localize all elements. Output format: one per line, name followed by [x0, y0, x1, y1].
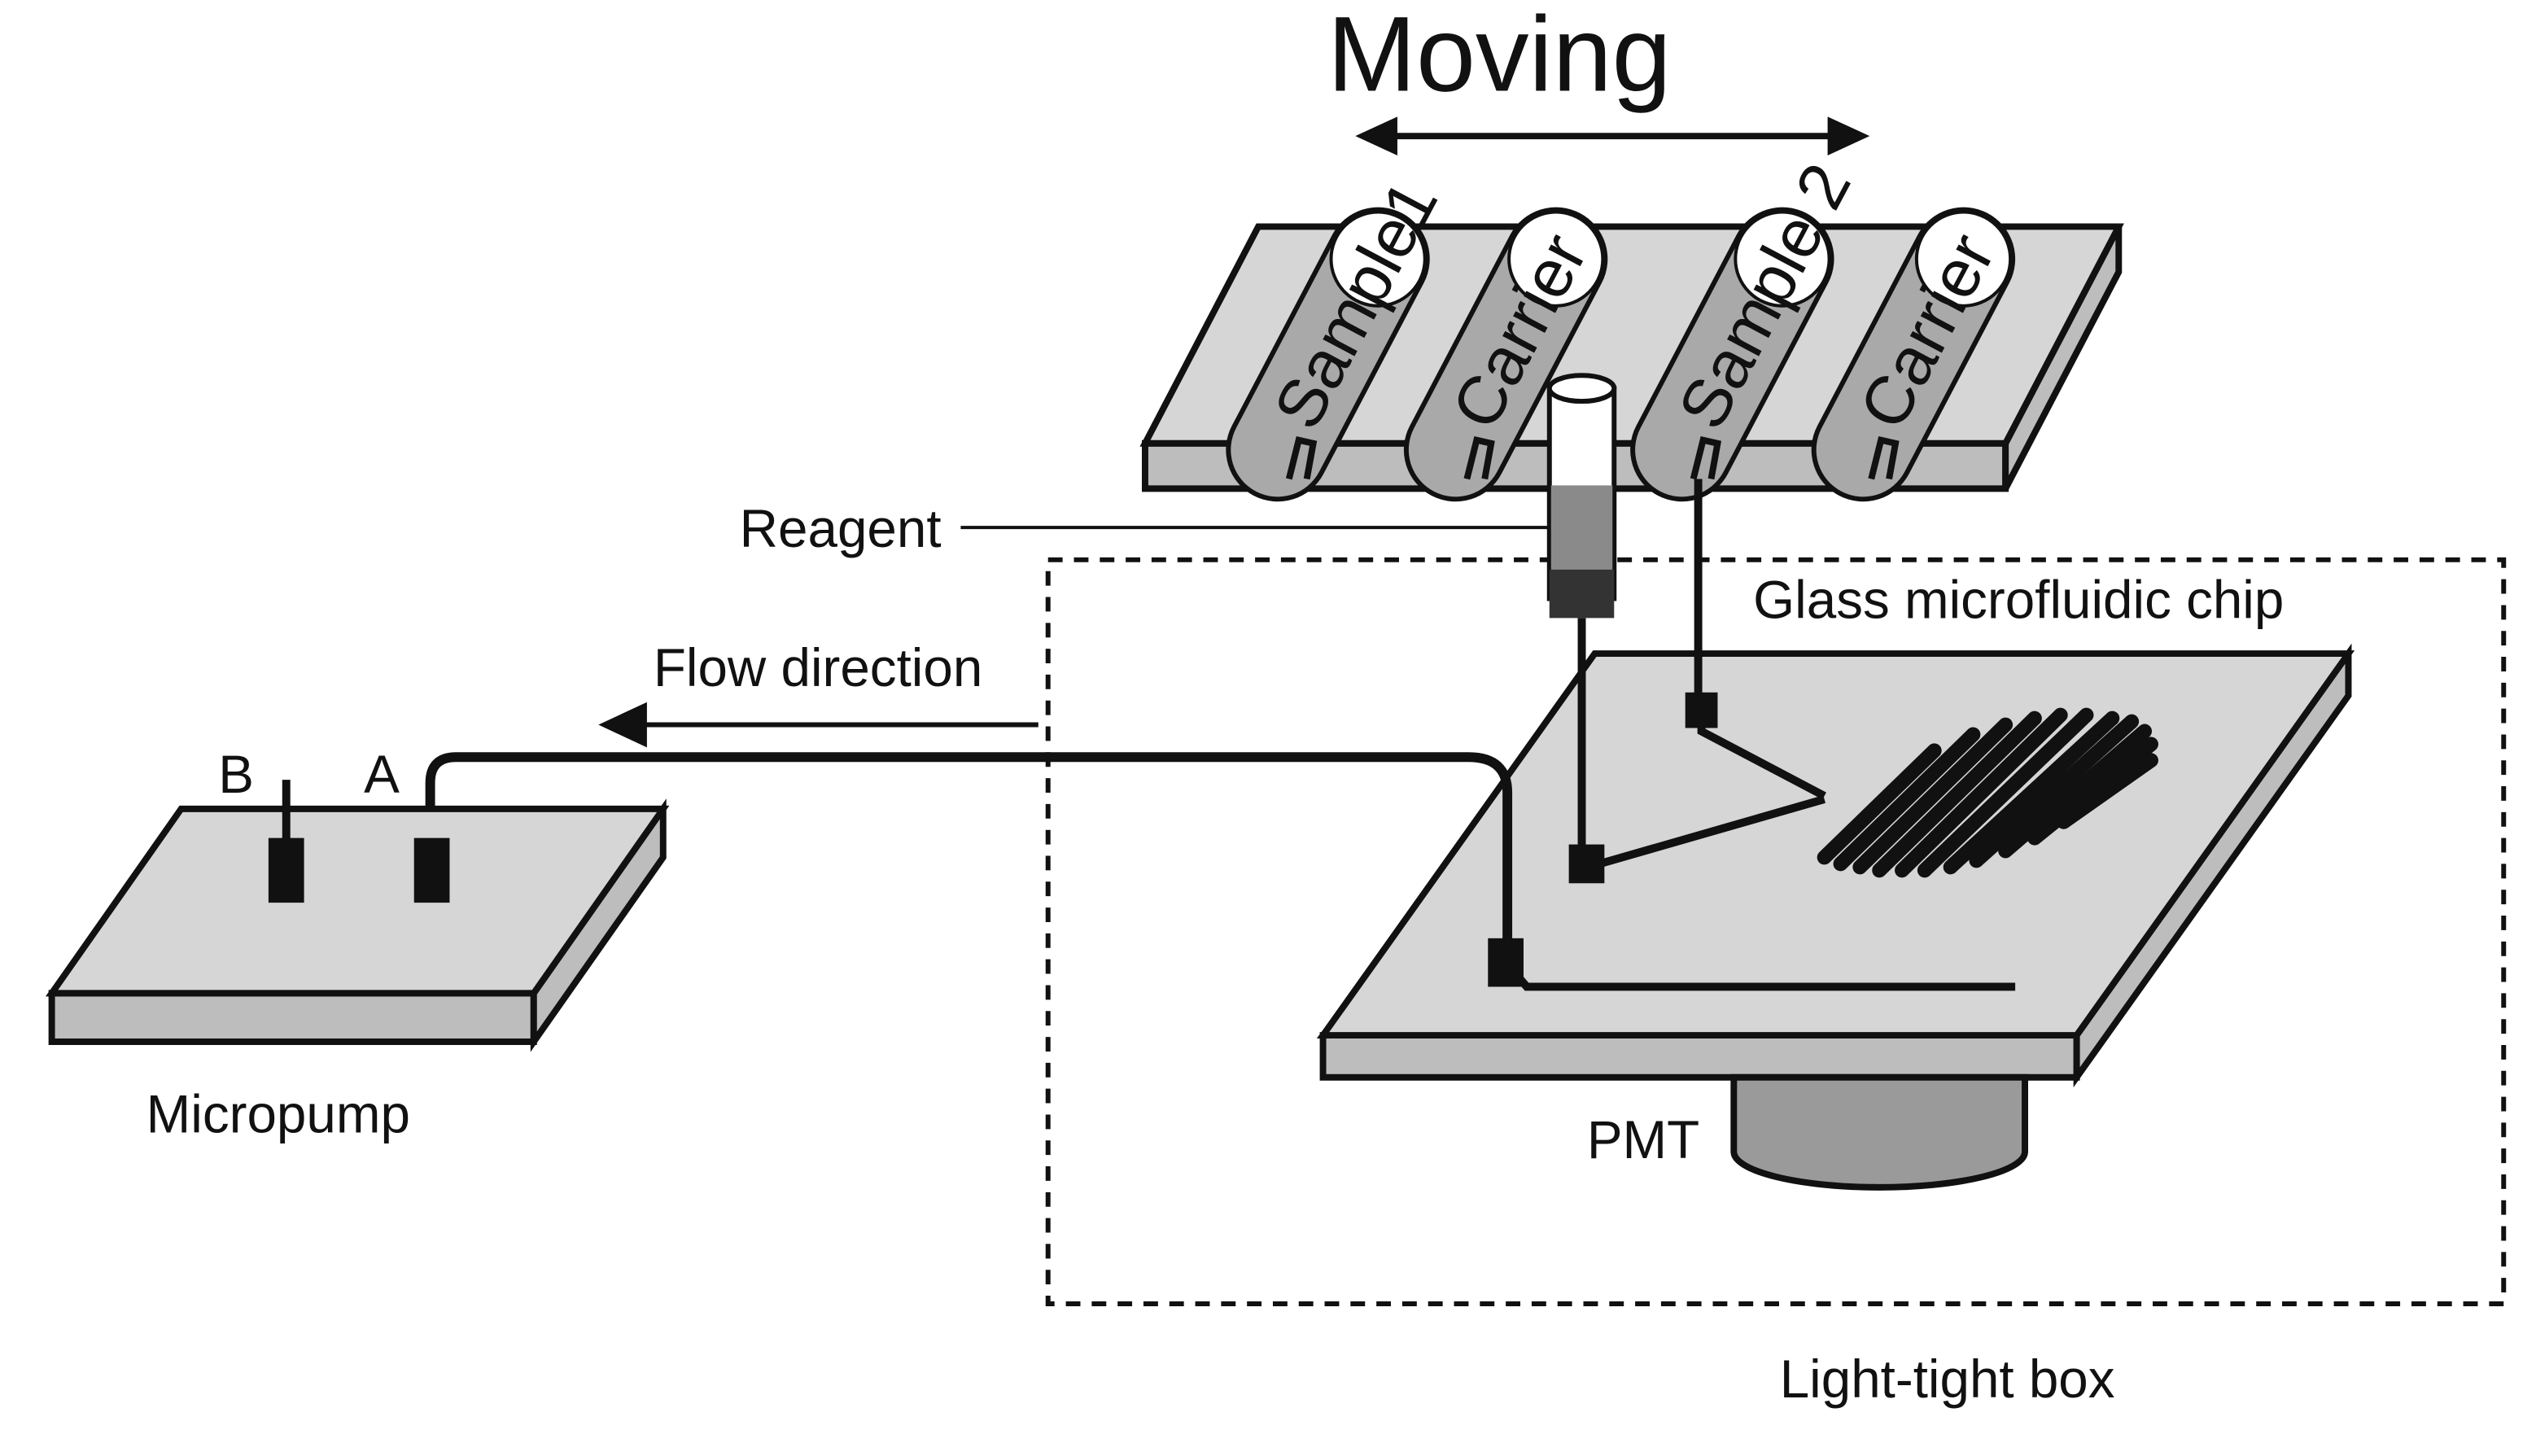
chip-port-outlet	[1488, 938, 1524, 987]
flow-direction-label: Flow direction	[654, 638, 982, 697]
micropump	[45, 798, 670, 1052]
glass-chip-label: Glass microfluidic chip	[1753, 570, 2284, 629]
port-a	[413, 837, 450, 903]
capillary-hooks	[1285, 436, 1900, 480]
outlet-tubing	[425, 752, 1513, 942]
moving-label: Moving	[1327, 0, 1672, 114]
micropump-top	[45, 805, 670, 997]
reagent-tube	[1546, 373, 1617, 848]
serpentine-channel	[1817, 707, 2158, 878]
light-tight-box-label: Light-tight box	[1780, 1349, 2115, 1409]
reagent-label: Reagent	[740, 499, 942, 558]
moving-arrow	[1355, 116, 1870, 156]
chip-port-reagent	[1568, 844, 1605, 884]
pmt-detector	[1730, 1073, 2029, 1191]
micropump-side	[48, 990, 537, 1046]
flow-direction-arrow	[598, 702, 1038, 748]
port-b	[268, 837, 304, 903]
port-a-label: A	[364, 745, 400, 804]
port-b-label: B	[218, 745, 254, 804]
chip-port-sample	[1685, 692, 1718, 728]
light-tight-box-outline	[1045, 557, 2507, 1306]
pmt-label: PMT	[1587, 1110, 1699, 1170]
micropump-label: Micropump	[146, 1084, 410, 1143]
chip-side	[1319, 1032, 2080, 1081]
